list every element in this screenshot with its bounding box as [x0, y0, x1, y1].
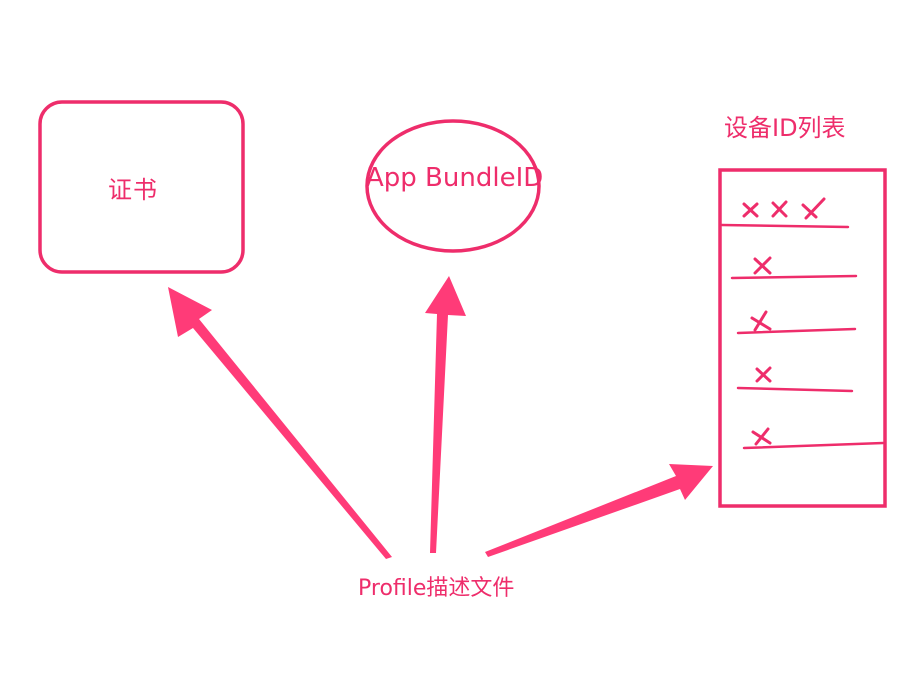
bundle-id-label: App BundleID: [366, 163, 544, 193]
device-list-title: 设备ID列表: [724, 114, 846, 142]
cross-mark-icon: [751, 427, 772, 446]
device-row-line: [736, 327, 857, 335]
device-cross-marks: [742, 197, 826, 446]
device-row-line: [730, 274, 858, 280]
profile-label: Profile描述文件: [358, 576, 515, 601]
cross-mark-icon: [742, 202, 759, 218]
cross-mark-icon: [750, 310, 772, 332]
arrows: [168, 276, 713, 559]
device-row-line: [720, 223, 850, 229]
cross-mark-icon: [771, 200, 788, 218]
device-row-line: [742, 441, 885, 450]
certificate-box: [38, 100, 245, 274]
device-list-rows: [720, 223, 885, 450]
certificate-label: 证书: [108, 176, 158, 204]
cross-mark-icon: [753, 256, 772, 275]
cross-mark-icon: [801, 197, 826, 220]
arrow-to-bundle-id: [425, 276, 466, 553]
bundle-id-ellipse: [365, 119, 541, 253]
device-row-line: [736, 386, 854, 393]
arrow-to-certificate: [168, 287, 392, 559]
arrow-to-device-list: [485, 464, 713, 557]
cross-mark-icon: [755, 366, 772, 383]
device-list-box: [718, 168, 887, 508]
